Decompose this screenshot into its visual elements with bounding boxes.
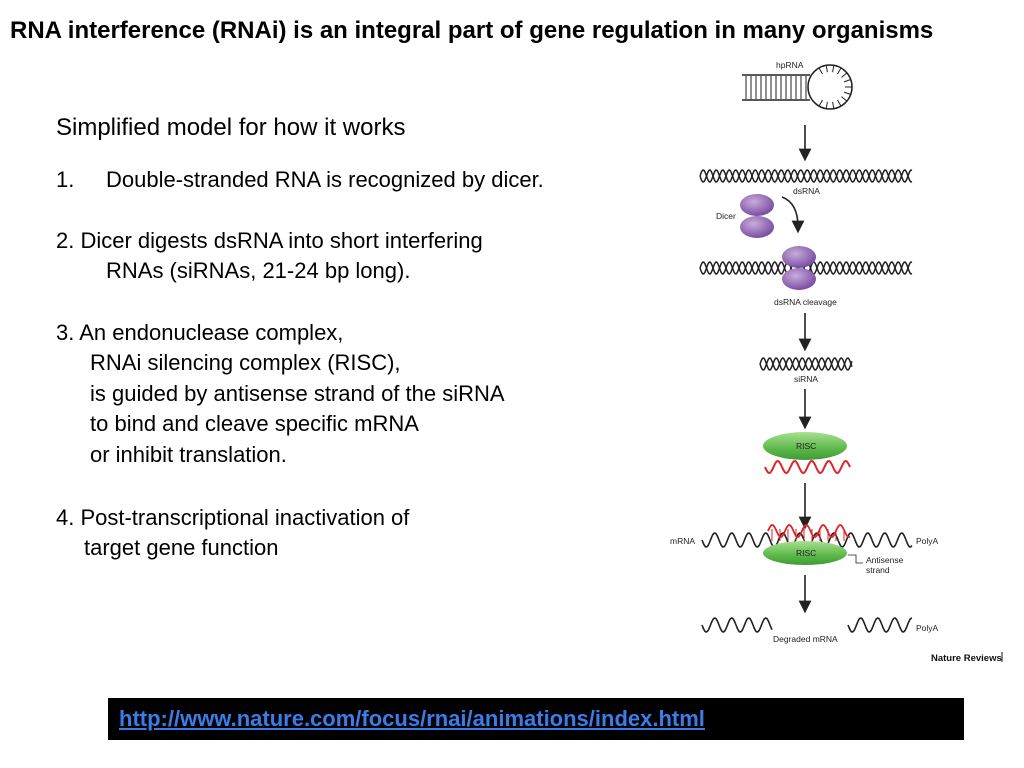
- risc-label-2: RISC: [796, 548, 816, 558]
- risc-complex: RISC: [763, 432, 847, 460]
- polya-label-2: PolyA: [916, 623, 939, 633]
- step-3-line-5: or inhibit translation.: [90, 442, 287, 467]
- hprna-structure: hpRNA: [742, 60, 853, 110]
- degraded-mrna: [701, 617, 913, 633]
- polya-label-1: PolyA: [916, 536, 939, 546]
- dsrna-helix: [699, 169, 913, 183]
- step-3-line-3: is guided by antisense strand of the siR…: [90, 381, 505, 406]
- dsrna-cleavage-helix: [699, 246, 913, 290]
- link-banner: http://www.nature.com/focus/rnai/animati…: [108, 698, 964, 740]
- sirna-helix: [759, 357, 853, 371]
- risc-label-1: RISC: [796, 441, 816, 451]
- step-3-line-4: to bind and cleave specific mRNA: [90, 411, 419, 436]
- step-1-number: 1.: [56, 167, 75, 192]
- dicer-arrow: [781, 196, 805, 234]
- step-1-text: Double-stranded RNA is recognized by dic…: [106, 167, 544, 192]
- hprna-label: hpRNA: [776, 60, 804, 70]
- nature-reviews-credit: Nature Reviews: [931, 653, 1002, 664]
- slide-title: RNA interference (RNAi) is an integral p…: [10, 17, 934, 44]
- mrna-label: mRNA: [670, 536, 695, 546]
- slide-subtitle: Simplified model for how it works: [56, 114, 406, 141]
- step-4-line-1: 4. Post-transcriptional inactivation of: [56, 505, 410, 530]
- antisense-strand: [764, 459, 851, 475]
- step-3-line-2: RNAi silencing complex (RISC),: [90, 350, 401, 375]
- nature-animation-link[interactable]: http://www.nature.com/focus/rnai/animati…: [119, 706, 705, 731]
- step-2-line-1: 2. Dicer digests dsRNA into short interf…: [56, 228, 483, 253]
- dsrna-cleavage-label: dsRNA cleavage: [774, 297, 837, 307]
- dsrna-label: dsRNA: [793, 186, 820, 196]
- antisense-label-2: strand: [866, 565, 890, 575]
- risc-complex-bound: RISC: [763, 541, 847, 565]
- dicer-label: Dicer: [716, 211, 736, 221]
- sirna-label: siRNA: [794, 374, 818, 384]
- rnai-pathway-diagram: hpRNA dsRNA Dicer dsRNA cleavage siRNA R…: [670, 60, 1003, 664]
- step-3-line-1: 3. An endonuclease complex,: [56, 320, 344, 345]
- dicer-enzyme: [740, 194, 774, 238]
- step-4-line-2: target gene function: [84, 535, 279, 560]
- step-2-line-2: RNAs (siRNAs, 21-24 bp long).: [106, 258, 411, 283]
- degraded-mrna-label: Degraded mRNA: [773, 634, 838, 644]
- antisense-label-1: Antisense: [866, 555, 904, 565]
